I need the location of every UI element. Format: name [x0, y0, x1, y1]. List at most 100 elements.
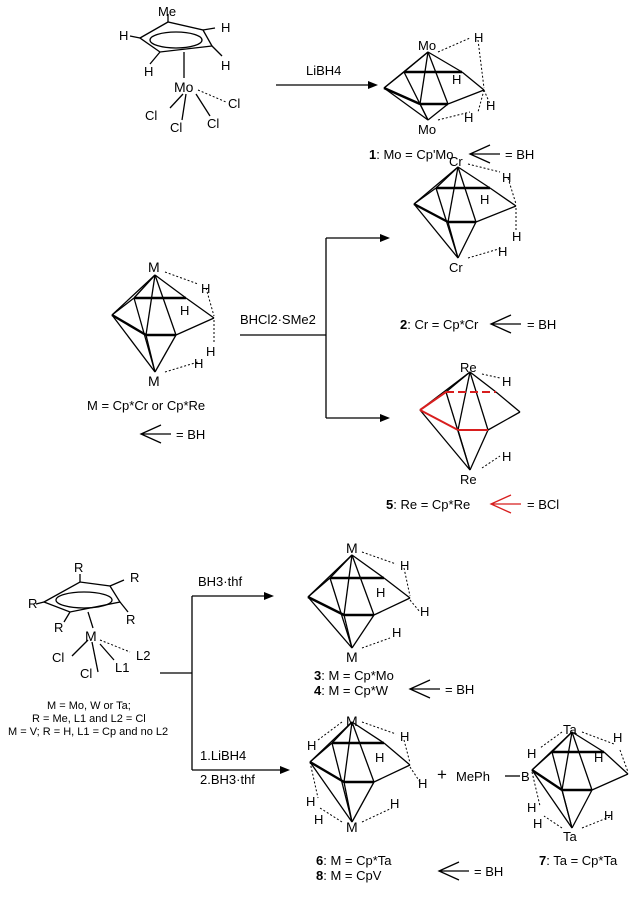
- r-label: R: [54, 620, 63, 635]
- svg-text:4: M = Cp*W: 4: M = Cp*W: [314, 683, 389, 698]
- legend-label: = BH: [474, 864, 503, 879]
- h-label: H: [390, 796, 399, 811]
- h-label: H: [604, 808, 613, 823]
- h-label: H: [502, 449, 511, 464]
- scheme2-cr-product-cluster: Cr Cr H H H H: [413, 154, 521, 275]
- scheme2-reactant-cluster: M M H H H H: [111, 259, 215, 389]
- bh-vertex-legend-icon: [437, 861, 469, 881]
- h-label: H: [119, 28, 128, 43]
- svg-text:6: M = Cp*Ta: 6: M = Cp*Ta: [316, 853, 392, 868]
- bh-vertex-legend-icon: [468, 144, 500, 164]
- h-label: H: [400, 558, 409, 573]
- compound-5-caption: 5: Re = Cp*Re = BCl: [386, 494, 559, 514]
- scheme3-reactant: R R R R R M L2 Cl Cl L1: [28, 560, 150, 681]
- r-label: R: [74, 560, 83, 575]
- reagent-label: 1.LiBH4: [200, 748, 246, 763]
- compound-definition: : M = Cp*W: [321, 683, 389, 698]
- r-label: R: [28, 596, 37, 611]
- cl-label: Cl: [228, 96, 240, 111]
- legend-label: = BH: [527, 317, 556, 332]
- metal-label: Mo: [418, 122, 436, 137]
- h-label: H: [376, 585, 385, 600]
- scheme1-arrow: LiBH4: [276, 63, 378, 89]
- metal-label: M: [346, 819, 358, 835]
- legend-label: = BH: [445, 682, 474, 697]
- metal-label: Ta: [563, 829, 578, 844]
- reagent-label: LiBH4: [306, 63, 341, 78]
- me-label: Me: [158, 4, 176, 19]
- compound-definition: : Cr = Cp*Cr: [407, 317, 479, 332]
- metal-label: Re: [460, 472, 477, 487]
- boron-label: B: [521, 769, 530, 784]
- legend-label: = BH: [505, 147, 534, 162]
- h-label: H: [512, 229, 521, 244]
- h-label: H: [498, 244, 507, 259]
- h-label: H: [474, 30, 483, 45]
- metal-label: M: [148, 259, 160, 275]
- cl-label: Cl: [170, 120, 182, 135]
- h-label: H: [201, 281, 210, 296]
- plus-sign: +: [437, 765, 447, 784]
- reagent-label: 2.BH3·thf: [200, 772, 255, 787]
- scheme2-bh-legend: = BH: [139, 424, 205, 444]
- cl-label: Cl: [207, 116, 219, 131]
- metal-definition-caption: M = Cp*Cr or Cp*Re: [87, 398, 205, 413]
- compound-number: 3: [314, 668, 321, 683]
- metal-label: Mo: [174, 79, 194, 95]
- compound-2-caption: 2: Cr = Cp*Cr = BH: [400, 314, 556, 334]
- compound-number: 5: [386, 497, 393, 512]
- cl-label: Cl: [52, 650, 64, 665]
- substituent-label: MePh: [456, 769, 490, 784]
- h-label: H: [613, 730, 622, 745]
- metal-label: M: [85, 628, 97, 644]
- h-label: H: [221, 58, 230, 73]
- compound-number: 1: [369, 147, 376, 162]
- h-label: H: [480, 192, 489, 207]
- scheme3-condition-notes: M = Mo, W or Ta; R = Me, L1 and L2 = Cl …: [8, 700, 168, 738]
- compound-definition: : M = Cp*Mo: [321, 668, 394, 683]
- scheme1-reactant: Me H H H H Mo Cl Cl Cl Cl: [119, 4, 240, 135]
- metal-label: M: [148, 373, 160, 389]
- h-label: H: [221, 20, 230, 35]
- note-line: R = Me, L1 and L2 = Cl: [32, 713, 146, 725]
- compound-number: 7: [539, 853, 546, 868]
- h-label: H: [194, 356, 203, 371]
- metal-label: Mo: [418, 38, 436, 53]
- h-label: H: [486, 98, 495, 113]
- reagent-label: BH3·thf: [198, 574, 242, 589]
- legend-label: = BH: [176, 427, 205, 442]
- compound-3-4-caption: 3: M = Cp*Mo 4: M = Cp*W = BH: [314, 668, 474, 699]
- bcl-vertex-legend-icon: [489, 494, 521, 514]
- compound-7-cluster: MePh B Ta Ta H H H H H H: [456, 722, 629, 844]
- h-label: H: [464, 110, 473, 125]
- h-label: H: [206, 344, 215, 359]
- metal-label: M: [346, 649, 358, 665]
- compound-definition: : Re = Cp*Re: [393, 497, 470, 512]
- ligand-label: L1: [115, 660, 129, 675]
- metal-label: Ta: [563, 722, 578, 737]
- compound-definition: : Mo = Cp'Mo: [376, 147, 453, 162]
- compound-1-caption: 1: Mo = Cp'Mo = BH: [369, 144, 534, 164]
- metal-label: Cr: [449, 260, 463, 275]
- h-label: H: [144, 64, 153, 79]
- cl-label: Cl: [80, 666, 92, 681]
- compound-number: 6: [316, 853, 323, 868]
- svg-text:1: Mo = Cp'Mo: 1: Mo = Cp'Mo: [369, 147, 454, 162]
- h-label: H: [533, 816, 542, 831]
- bh-vertex-legend-icon: [139, 424, 171, 444]
- scheme1-product-cluster: Mo Mo H H H H: [383, 30, 495, 137]
- h-label: H: [418, 776, 427, 791]
- h-label: H: [180, 303, 189, 318]
- h-label: H: [307, 738, 316, 753]
- h-label: H: [502, 170, 511, 185]
- compound-7-caption: 7: Ta = Cp*Ta: [539, 853, 618, 868]
- reagent-label: BHCl2·SMe2: [240, 312, 316, 327]
- compound-number: 4: [314, 683, 322, 698]
- h-label: H: [594, 750, 603, 765]
- ligand-label: L2: [136, 648, 150, 663]
- legend-label: = BCl: [527, 497, 559, 512]
- h-label: H: [502, 374, 511, 389]
- compound-definition: : M = CpV: [323, 868, 381, 883]
- h-label: H: [306, 794, 315, 809]
